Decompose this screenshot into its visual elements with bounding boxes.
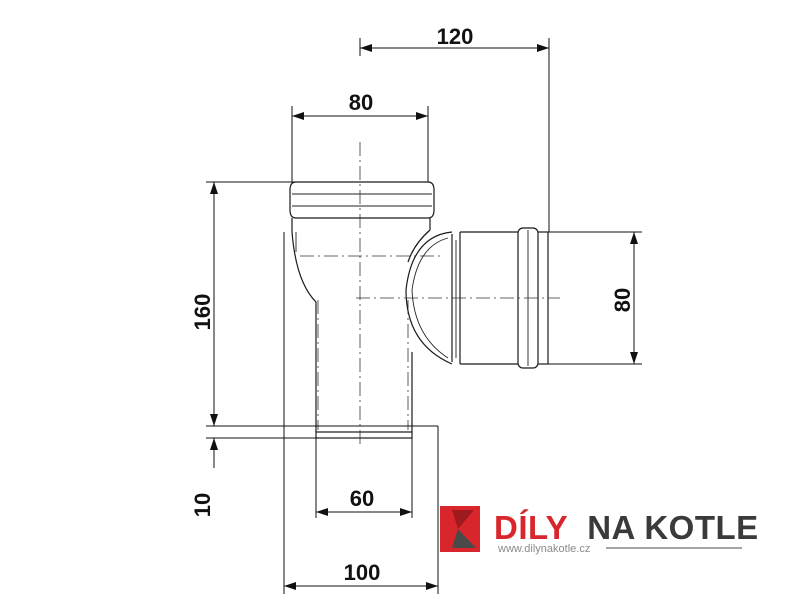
logo-text-na: NA xyxy=(587,509,634,546)
dim-top-width-label: 120 xyxy=(437,24,474,49)
dim-socket-width-label: 80 xyxy=(349,90,373,115)
main-body-right-wall xyxy=(407,229,431,432)
extension-lines xyxy=(206,38,642,594)
top-socket-ring xyxy=(289,181,435,219)
tee-body xyxy=(289,142,560,446)
logo-text-kotle: KOTLE xyxy=(644,509,758,546)
logo-url: www.dilynakotle.cz xyxy=(497,543,590,555)
dim-bottom-width-label: 100 xyxy=(344,560,381,585)
dily-na-kotle-logo: DÍLY NA KOTLE www.dilynakotle.cz xyxy=(440,506,759,555)
dim-height-label: 160 xyxy=(190,294,215,331)
dim-spigot-length-label: 10 xyxy=(190,493,215,517)
dim-spigot-width-label: 60 xyxy=(350,486,374,511)
bottom-spigot xyxy=(315,431,413,439)
logo-text-dily: DÍLY xyxy=(494,509,568,546)
logo-k-mark-icon xyxy=(440,506,480,552)
dimension-lines xyxy=(210,44,638,590)
branch-junction-bulge xyxy=(405,231,453,365)
dim-branch-diameter-label: 80 xyxy=(610,288,635,312)
main-body-left-wall xyxy=(291,231,317,432)
svg-text:DÍLY NA KOTLE: DÍLY NA KOTLE xyxy=(494,509,759,546)
